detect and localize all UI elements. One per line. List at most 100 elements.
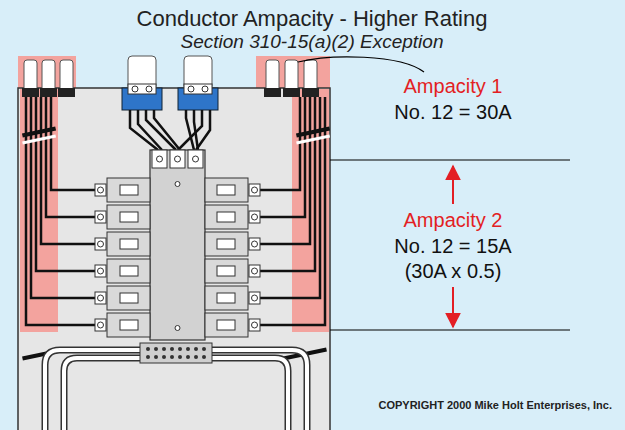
main-wire <box>154 110 180 150</box>
ampacity-value: No. 12 = 30A <box>394 101 511 124</box>
breaker-handle <box>120 293 138 303</box>
breaker-terminal <box>95 211 106 223</box>
main-wire <box>196 110 210 150</box>
branch-conductor <box>42 60 55 92</box>
ampacity-label: Ampacity 2 <box>404 209 503 232</box>
breaker-terminal <box>249 238 260 250</box>
breaker-handle <box>217 293 235 303</box>
calculation-note: (30A x 0.5) <box>405 260 502 283</box>
neutral-bar <box>146 355 150 359</box>
branch-conductor <box>24 60 37 92</box>
breaker-terminal <box>249 319 260 331</box>
circuit-breaker <box>107 178 248 337</box>
dimension-arrow <box>452 166 454 204</box>
breaker-terminal <box>95 184 260 331</box>
branch-wire <box>41 97 95 244</box>
branch-conductor <box>24 60 317 92</box>
branch-wire <box>26 97 325 325</box>
service-lug <box>122 84 218 110</box>
breaker-handle <box>217 185 235 195</box>
neutral-bar <box>154 347 158 351</box>
neutral-bar <box>162 347 166 351</box>
circuit-breaker <box>205 286 248 310</box>
branch-wire <box>259 97 300 190</box>
breaker-handle <box>120 266 138 276</box>
branch-wire <box>51 97 95 190</box>
circuit-breaker <box>107 259 150 283</box>
breaker-terminal <box>95 319 106 331</box>
breaker-terminal <box>98 241 104 247</box>
neutral-bar <box>140 343 212 363</box>
leader-line <box>298 57 424 72</box>
service-lug <box>132 86 138 92</box>
breaker-terminal <box>249 292 260 304</box>
breaker-terminal <box>95 184 106 196</box>
copyright-note: COPYRIGHT 2000 Mike Holt Enterprises, In… <box>378 399 612 412</box>
neutral-cable <box>64 358 150 430</box>
breaker-terminal <box>95 238 106 250</box>
neutral-bar <box>178 347 182 351</box>
breaker-terminal <box>249 211 260 223</box>
neutral-bar <box>170 355 174 359</box>
connector-locknut <box>40 88 57 97</box>
breaker-terminal <box>249 265 260 277</box>
reference-line <box>330 329 570 330</box>
branch-conductor <box>285 60 298 92</box>
connector-locknut <box>302 88 319 97</box>
neutral-cable <box>205 358 288 430</box>
main-wire <box>146 110 176 150</box>
circuit-breaker <box>107 232 150 256</box>
branch-wire <box>259 97 305 217</box>
breaker-terminal <box>98 322 104 328</box>
main-lug <box>193 156 199 162</box>
breaker-handle <box>217 320 235 330</box>
main-wire <box>130 110 210 150</box>
circuit-breaker <box>107 286 150 310</box>
branch-conductor <box>266 60 279 92</box>
panel-enclosure <box>18 88 330 430</box>
connector-locknut <box>22 88 319 97</box>
breaker-terminal <box>252 214 258 220</box>
ampacity-value: No. 12 = 15A <box>394 235 511 258</box>
neutral-bar <box>186 347 190 351</box>
neutral-bar <box>146 347 150 351</box>
breaker-handle <box>120 212 138 222</box>
neutral-cable <box>45 350 150 430</box>
neutral-cable <box>205 358 288 430</box>
circuit-breaker <box>205 259 248 283</box>
branch-wire <box>36 97 95 271</box>
service-lug <box>146 86 152 92</box>
breaker-handle <box>217 239 235 249</box>
main-lug <box>175 182 180 187</box>
section-reference: Section 310-15(a)(2) Exception <box>181 31 444 53</box>
neutral-bar <box>170 347 174 351</box>
neutral-bar <box>186 355 190 359</box>
circuit-breaker <box>107 178 150 202</box>
connector-locknut <box>283 88 300 97</box>
service-lug <box>184 84 212 94</box>
neutral-bar <box>178 355 182 359</box>
neutral-cable <box>64 358 150 430</box>
breaker-terminal <box>95 265 106 277</box>
breaker-terminal <box>98 187 104 193</box>
circuit-breaker <box>205 178 248 202</box>
branch-wire <box>259 97 320 298</box>
neutral-bar <box>154 355 158 359</box>
main-lug <box>152 150 203 331</box>
branch-wire <box>259 97 310 244</box>
breaker-handle <box>120 239 138 249</box>
bus-bar <box>150 150 205 340</box>
title: Conductor Ampacity - Higher Rating <box>137 6 488 31</box>
circuit-breaker <box>205 205 248 229</box>
breaker-terminal <box>252 295 258 301</box>
breaker-handle <box>120 320 138 330</box>
neutral-bar <box>194 355 198 359</box>
breaker-terminal <box>249 184 260 196</box>
breaker-handle <box>120 185 138 195</box>
cable-tie <box>296 134 330 144</box>
main-lug <box>170 150 185 168</box>
branch-conductor <box>60 60 73 92</box>
service-lug <box>202 86 208 92</box>
